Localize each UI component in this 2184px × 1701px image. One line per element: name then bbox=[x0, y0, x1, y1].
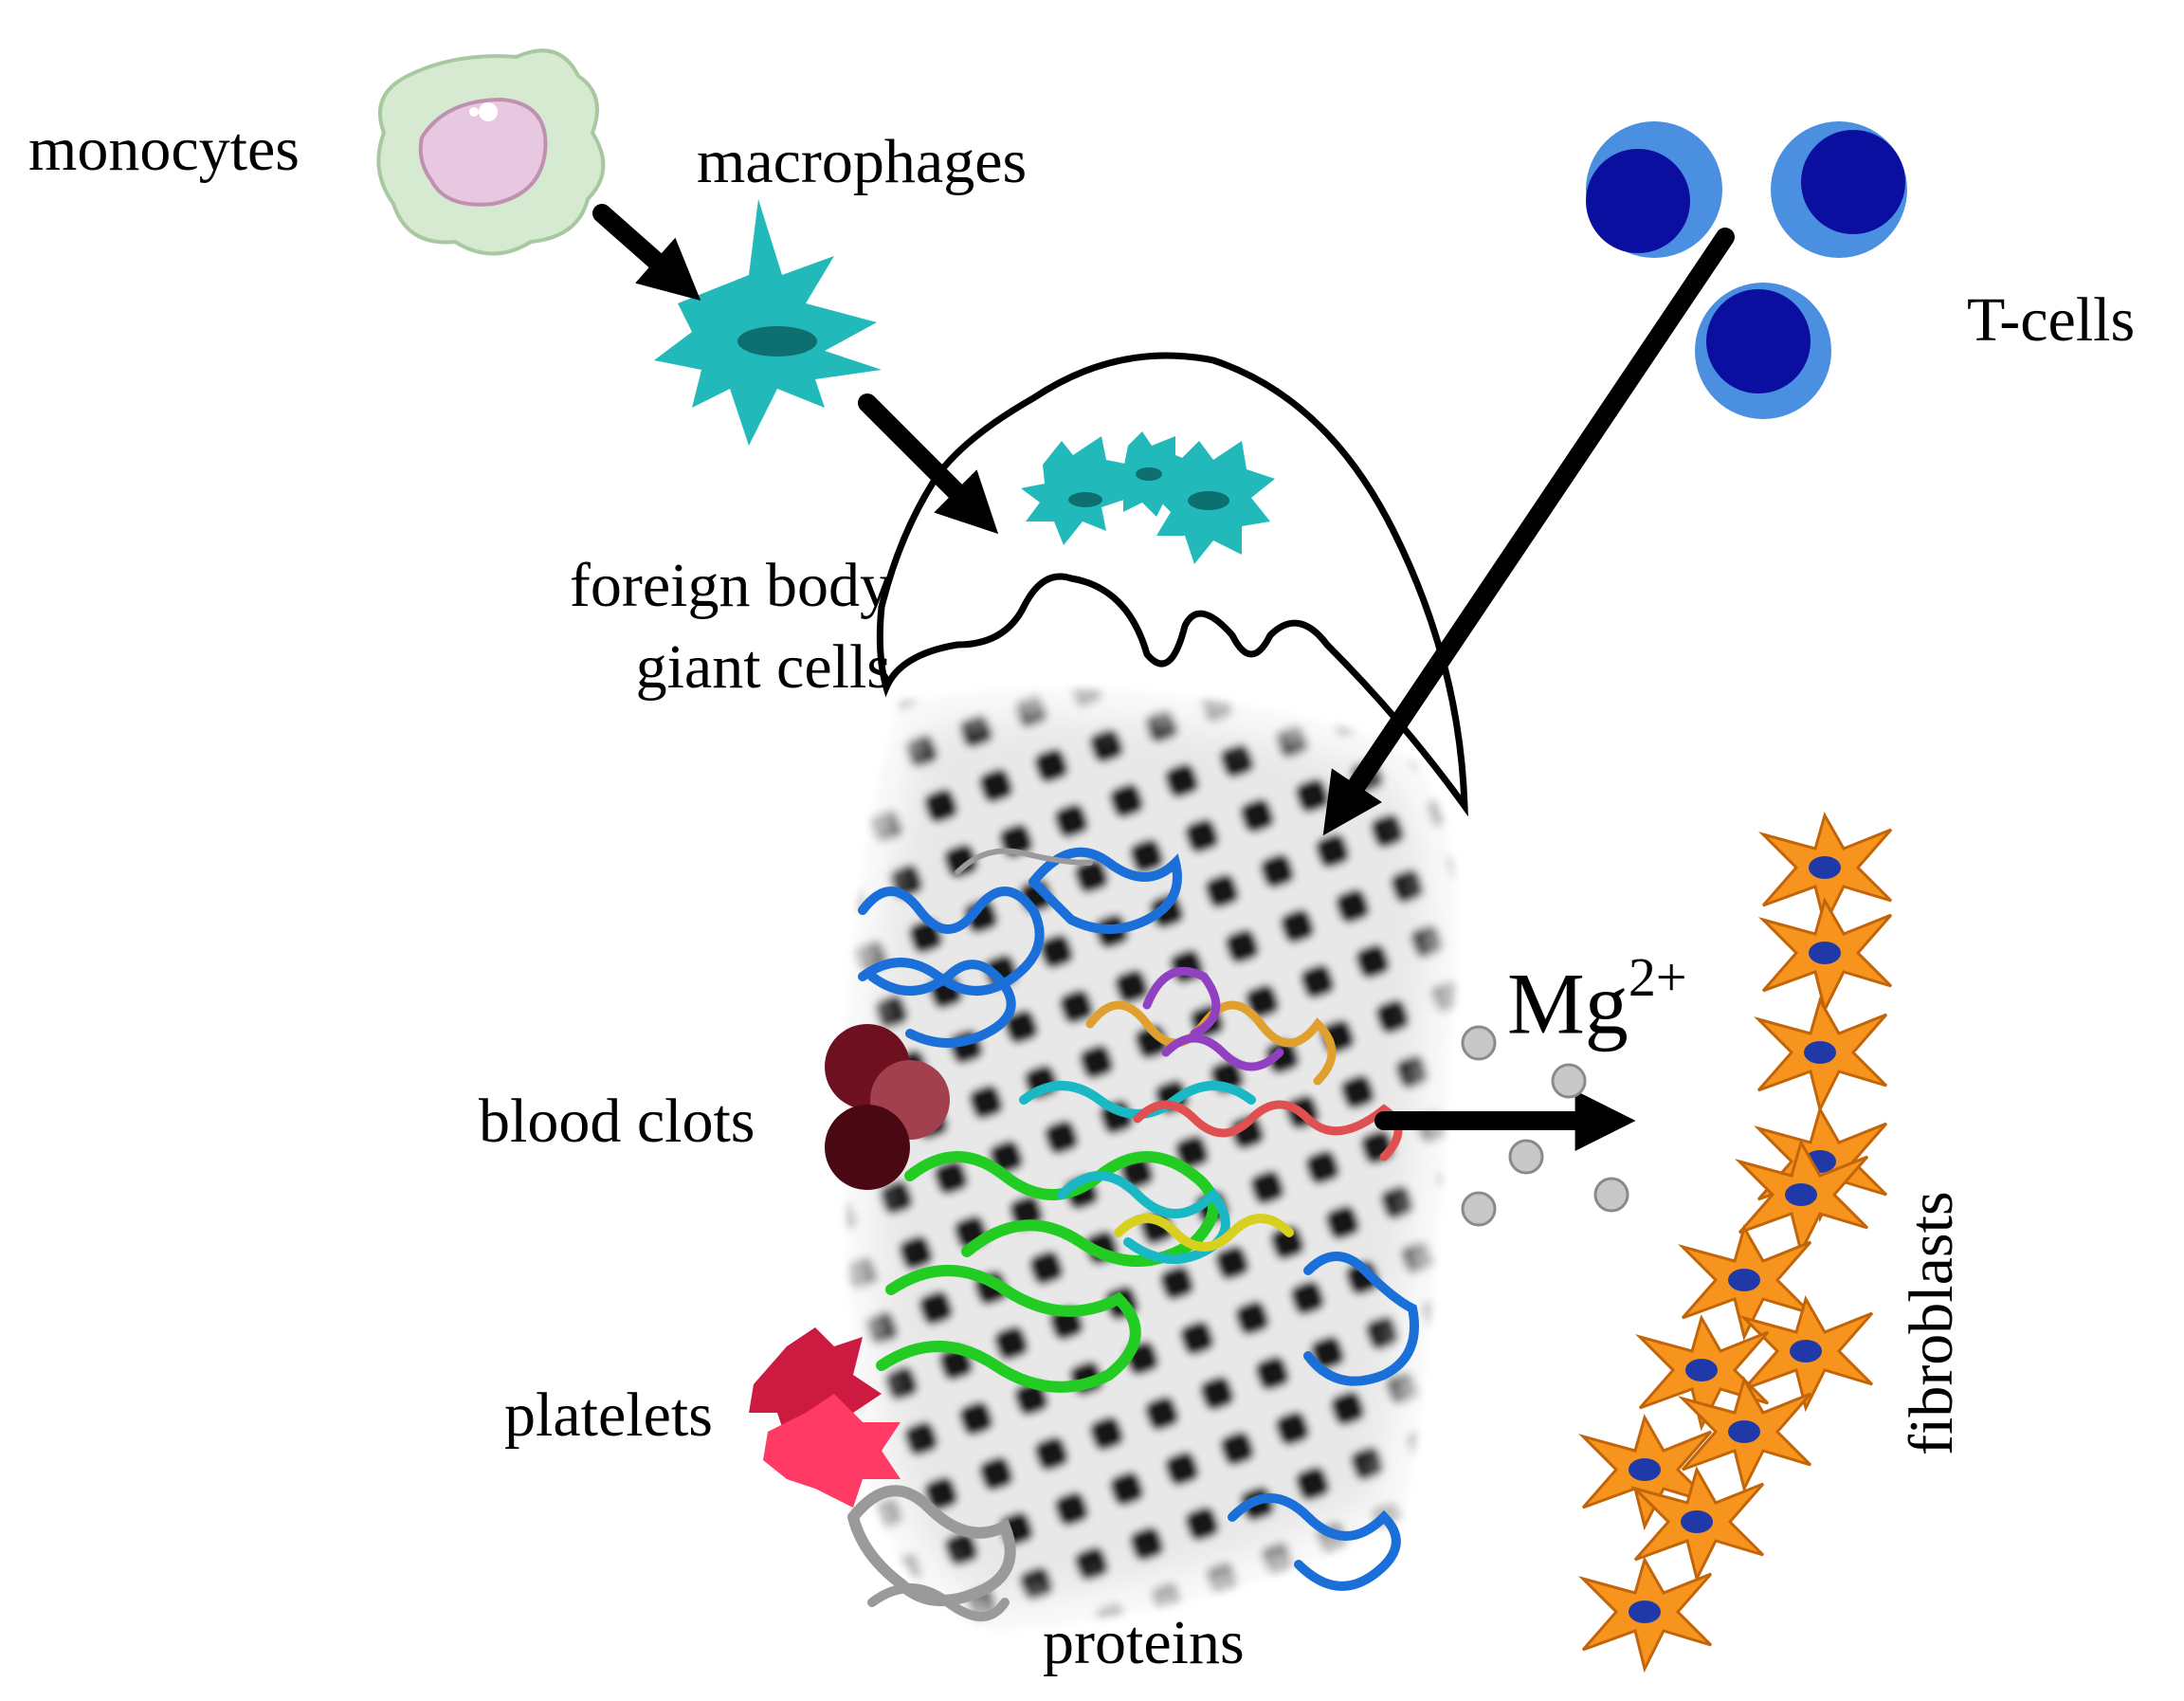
label-blood-clots: blood clots bbox=[479, 1087, 755, 1156]
mg-ion-icon bbox=[1461, 1025, 1629, 1227]
arrows bbox=[592, 204, 1735, 1152]
label-foreign-body-giant-cells: foreign body giant cells bbox=[493, 545, 891, 708]
label-foreign-body-line1: foreign body bbox=[569, 551, 891, 620]
fibroblast-icon bbox=[1577, 812, 1893, 1674]
monocyte-icon bbox=[376, 48, 606, 256]
label-mg-ion: Mg2+ bbox=[1507, 950, 1687, 1048]
label-monocytes: monocytes bbox=[28, 115, 300, 184]
platelet-icon bbox=[749, 1327, 901, 1508]
label-proteins: proteins bbox=[1043, 1608, 1245, 1677]
label-tcells: T-cells bbox=[1967, 285, 2136, 355]
arrow-tcells-to-scaffold bbox=[1322, 228, 1735, 836]
giant-cell-icon bbox=[876, 352, 1468, 817]
label-foreign-body-line2: giant cells bbox=[635, 631, 891, 702]
blood-clot-icon bbox=[825, 1024, 950, 1190]
tcell-icon bbox=[1586, 121, 1907, 419]
label-fibroblasts: fibroblasts bbox=[1897, 1191, 1966, 1455]
arrow-macrophage-to-giant-cell bbox=[858, 393, 999, 535]
label-platelets: platelets bbox=[504, 1381, 713, 1450]
label-macrophages: macrophages bbox=[697, 127, 1028, 196]
macrophage-icon bbox=[1021, 431, 1275, 564]
arrow-monocyte-to-macrophage bbox=[592, 204, 701, 301]
label-mg-charge: 2+ bbox=[1628, 946, 1687, 1008]
macrophage-icon bbox=[654, 199, 882, 446]
label-mg-base: Mg bbox=[1507, 955, 1629, 1052]
